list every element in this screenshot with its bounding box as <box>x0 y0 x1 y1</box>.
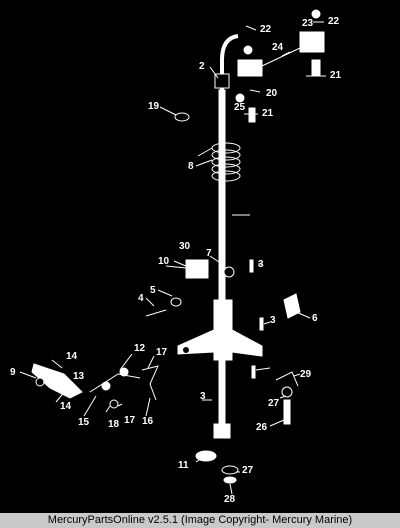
callout-28: 28 <box>224 494 236 505</box>
callout-20: 20 <box>266 88 278 99</box>
exploded-parts-diagram: 1 2 3 3 3 4 5 6 7 8 9 10 11 12 13 14 14 … <box>10 9 342 505</box>
callout-26: 26 <box>256 422 268 433</box>
callout-1: 1 <box>220 179 226 190</box>
connector-block <box>299 31 325 53</box>
diagram-artwork <box>19 9 326 495</box>
washer-left <box>101 381 111 391</box>
bracket <box>185 259 209 279</box>
bolt-bracket <box>165 265 187 269</box>
callout-21b: 21 <box>262 108 274 119</box>
callout-6: 6 <box>312 313 318 324</box>
callout-17a: 17 <box>156 347 168 358</box>
nut-upper <box>235 93 245 103</box>
callout-14a: 14 <box>66 351 78 362</box>
shaft-top-bend <box>220 34 239 90</box>
cam-link <box>89 373 141 393</box>
cotter-pin <box>275 371 299 387</box>
callout-4: 4 <box>138 293 144 304</box>
callout-2: 2 <box>199 61 205 72</box>
callout-22b: 22 <box>328 16 340 27</box>
bolt-lower <box>145 309 167 317</box>
callout-25: 25 <box>234 102 246 113</box>
clip <box>174 112 190 122</box>
callout-17b: 17 <box>124 415 136 426</box>
ball-fitting <box>283 293 301 319</box>
washer-lower <box>170 297 182 307</box>
callout-15: 15 <box>78 417 90 428</box>
throttle-link <box>31 363 83 399</box>
callout-10: 10 <box>158 256 170 267</box>
callout-22a: 22 <box>260 24 272 35</box>
nut-bottom <box>223 476 237 484</box>
copyright-footer: MercuryPartsOnline v2.5.1 (Image Copyrig… <box>0 513 400 528</box>
nut-left <box>109 399 119 409</box>
callout-9: 9 <box>10 367 16 378</box>
lever-arm <box>177 299 263 361</box>
callout-7: 7 <box>206 248 212 259</box>
callout-8: 8 <box>188 161 194 172</box>
washer-shaft <box>223 266 235 278</box>
callout-27b: 27 <box>242 465 254 476</box>
callout-5: 5 <box>150 285 156 296</box>
link-pivot <box>35 377 45 387</box>
washer-bottom <box>221 465 239 475</box>
callout-16: 16 <box>142 416 154 427</box>
callout-27a: 27 <box>268 398 280 409</box>
callout-18: 18 <box>108 419 120 430</box>
pivot-bolt <box>283 399 291 425</box>
linkage-block <box>237 59 263 77</box>
washer-link <box>119 367 129 377</box>
callout-14b: 14 <box>60 401 72 412</box>
screw-upper-right <box>311 59 321 77</box>
pin-upper <box>249 259 254 273</box>
callout-29: 29 <box>300 369 312 380</box>
pin-lower <box>251 365 256 379</box>
nut-top <box>243 45 253 55</box>
spring <box>197 142 241 182</box>
washer-right <box>281 386 293 398</box>
leader-lines <box>19 21 326 495</box>
callout-11: 11 <box>178 460 189 471</box>
callout-30: 30 <box>179 241 191 252</box>
callout-13: 13 <box>73 371 85 382</box>
callout-23: 23 <box>302 18 314 29</box>
screw-upper-left <box>248 107 256 123</box>
callout-3c: 3 <box>200 391 206 402</box>
shaft-collar-top <box>214 73 230 89</box>
callout-12: 12 <box>134 343 146 354</box>
shaft-bottom-fitting <box>213 423 231 439</box>
pin-mid <box>259 317 264 331</box>
callout-24: 24 <box>272 42 284 53</box>
callout-3a: 3 <box>258 259 264 270</box>
callout-3b: 3 <box>270 315 276 326</box>
callout-19: 19 <box>148 101 160 112</box>
callout-21a: 21 <box>330 70 342 81</box>
link-rod <box>261 47 301 67</box>
main-shaft <box>218 89 226 431</box>
cam-lever <box>141 365 159 401</box>
nut-top-right <box>311 9 321 19</box>
